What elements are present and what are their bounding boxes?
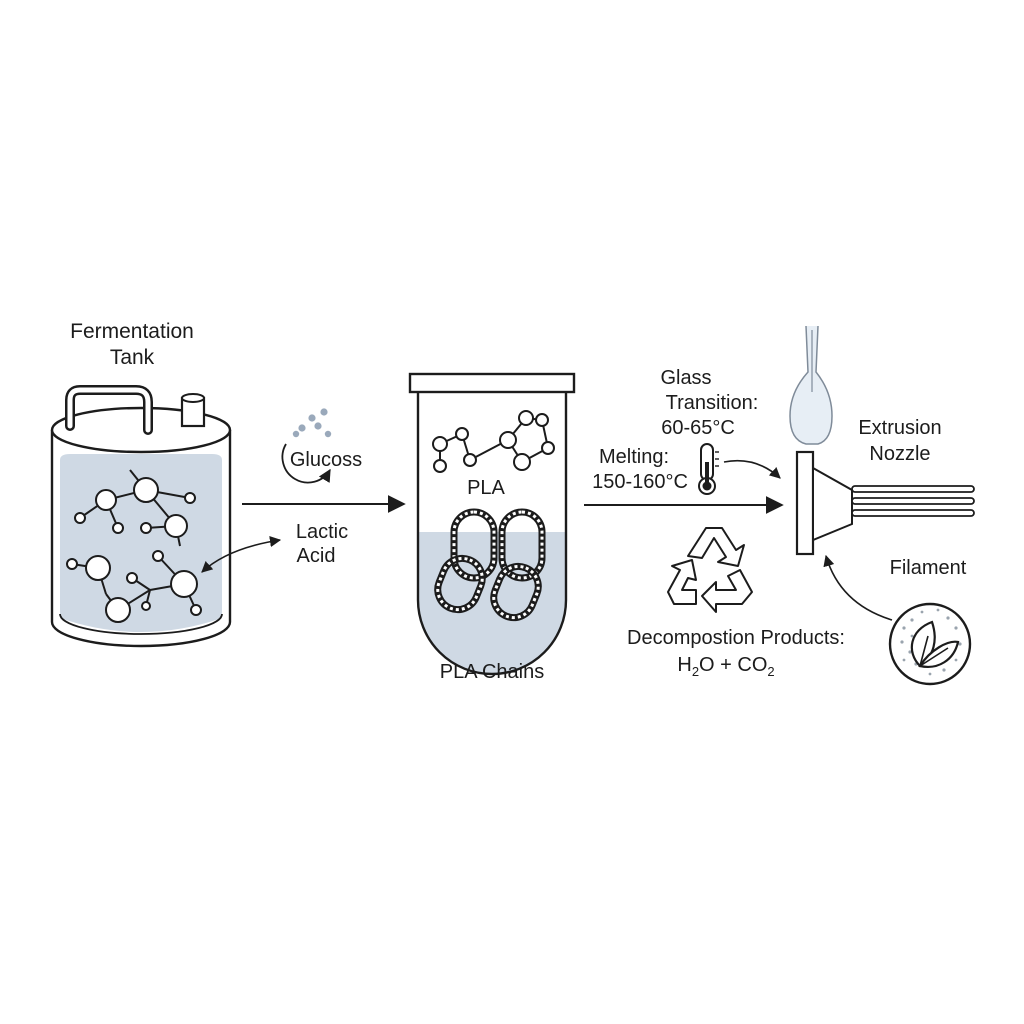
lactic-acid-pointer — [201, 535, 282, 573]
melting-pointer — [723, 459, 781, 479]
formula-h-sub: 2 — [692, 664, 699, 679]
pla-label: PLA — [467, 477, 505, 499]
glucose-label: Glucoss — [290, 449, 362, 471]
decomposition-formula: H2O + CO2 — [677, 654, 774, 679]
filament-label: Filament — [890, 557, 967, 579]
glass-transition-value: 60-65°C — [661, 417, 735, 439]
return-arrow — [823, 554, 893, 621]
polymer-chain-icon — [434, 508, 546, 622]
lactic-acid-label-line2: Acid — [297, 545, 336, 567]
recycle-icon — [667, 527, 753, 613]
fermentation-tank-icon — [50, 385, 232, 648]
glucose-cycle-arrow — [281, 443, 331, 484]
extrusion-nozzle-icon — [789, 325, 975, 556]
extrusion-label-line2: Nozzle — [869, 443, 930, 465]
formula-o-plus-c: O + CO — [699, 654, 767, 676]
glass-transition-label-line2: Transition: — [666, 392, 759, 414]
extrusion-label-line1: Extrusion — [858, 417, 941, 439]
melting-label: Melting: — [599, 446, 669, 468]
pla-chains-label: PLA Chains — [440, 661, 545, 683]
leaf-icon — [888, 602, 972, 686]
fermentation-tank-label-line1: Fermentation — [70, 320, 194, 343]
formula-c-sub: 2 — [767, 664, 774, 679]
fermentation-tank-label-line2: Tank — [110, 346, 155, 369]
thermometer-icon — [698, 443, 719, 495]
lactic-acid-label-line1: Lactic — [296, 521, 348, 543]
formula-h: H — [677, 654, 691, 676]
glucose-dots-icon — [292, 408, 332, 438]
glass-transition-label-line1: Glass — [660, 367, 711, 389]
decomposition-label: Decompostion Products: — [627, 627, 845, 649]
melting-value: 150-160°C — [592, 471, 688, 493]
